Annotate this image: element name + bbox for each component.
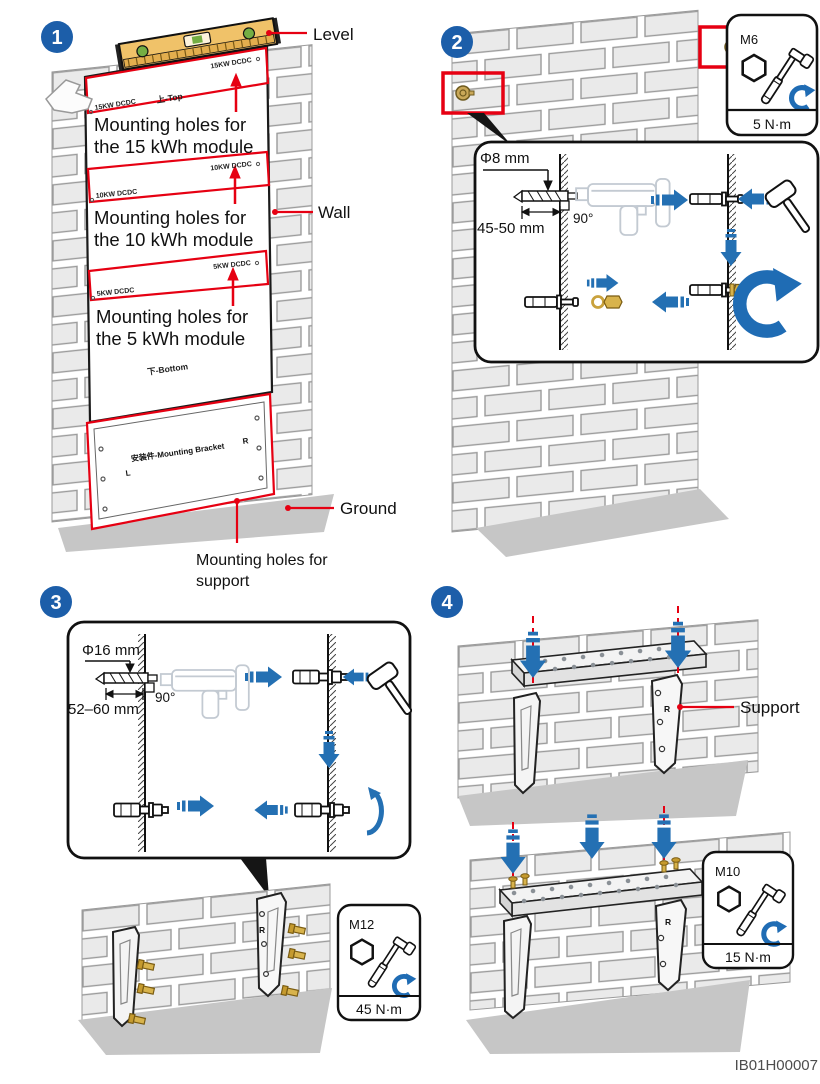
module15-label-line2: the 15 kWh module <box>94 136 253 157</box>
diameter-leader <box>85 660 135 674</box>
ground-callout: Ground <box>285 499 397 518</box>
template-hole-mark <box>89 197 95 203</box>
module10-label-line1: Mounting holes for <box>94 207 246 228</box>
step3-badge <box>40 586 72 618</box>
callout-wedge <box>240 858 269 897</box>
drill-depth-label: 45-50 mm <box>477 220 545 237</box>
ground-surface <box>78 988 332 1055</box>
drill-diameter-label: Φ16 mm <box>82 642 140 659</box>
bolt-size-label: M12 <box>349 917 374 932</box>
step3-badge-number: 3 <box>50 592 61 614</box>
callout-wedge <box>467 113 512 146</box>
template-5kw-right-text: 5KW DCDC <box>213 260 251 271</box>
support-bracket-right: R <box>654 898 688 992</box>
step1-badge <box>41 21 73 53</box>
bracket-right-mark: R <box>259 925 265 935</box>
support-holes-callout: Mounting holes for support <box>196 498 328 590</box>
drill-bit <box>512 189 578 204</box>
spirit-level <box>114 17 282 71</box>
template-hole-mark <box>88 109 94 115</box>
level-bubble <box>191 35 203 44</box>
torque-value-label: 5 N·m <box>753 116 791 132</box>
module5-label-line1: Mounting holes for <box>96 306 248 327</box>
step1-panel: 15KW DCDC 15KW DCDC 上-Top 10KW DCDC 10KW… <box>41 17 397 590</box>
right-angle-mark <box>144 682 155 693</box>
template-top-mark: 上-Top <box>156 91 184 105</box>
torque-box-m12: M12 45 N·m <box>336 903 422 1022</box>
module10-label-line2: the 10 kWh module <box>94 229 253 250</box>
step2-badge-number: 2 <box>451 32 462 54</box>
step4-badge-number: 4 <box>441 592 453 614</box>
drill-angle-label: 90° <box>155 690 175 705</box>
support-bracket-right: R <box>255 891 288 998</box>
step3-panel: Φ16 mm 90° 52–60 mm <box>40 586 423 1055</box>
right-angle-mark <box>559 200 570 211</box>
bracket-right-mark: R <box>242 436 249 446</box>
bracket-template-holes <box>98 415 264 512</box>
template-hole-mark <box>254 260 260 266</box>
template-10kw-right-text: 10KW DCDC <box>210 161 252 172</box>
support-bracket-left <box>512 691 542 795</box>
support-callout: Support <box>677 698 800 717</box>
support-label: Support <box>740 698 800 717</box>
step4-badge <box>431 586 463 618</box>
drill-depth-label: 52–60 mm <box>68 701 139 718</box>
step2-badge <box>441 26 473 58</box>
torque-box-m6: M6 5 N·m <box>725 13 819 137</box>
level-label: Level <box>313 25 354 44</box>
template-10kw-left-text: 10KW DCDC <box>95 189 137 200</box>
bracket-template-sheet <box>93 401 268 520</box>
bracket-left-mark: L <box>125 468 131 478</box>
torque-value-label: 45 N·m <box>356 1001 402 1017</box>
support-bracket-left <box>502 914 533 1020</box>
ground-surface <box>466 980 750 1054</box>
support-beam <box>510 640 708 689</box>
wall-section-hatch <box>138 634 145 852</box>
figure-doc-code: IB01H00007 <box>735 1057 818 1074</box>
support-holes-label-line1: Mounting holes for <box>196 552 328 569</box>
perforation-holes <box>521 882 679 904</box>
ground-label: Ground <box>340 499 397 518</box>
bracket-right-mark: R <box>664 704 670 714</box>
support-bracket-right: R <box>650 673 684 775</box>
hand-tighten-arrow <box>366 787 384 836</box>
drill-angle-label: 90° <box>573 211 593 226</box>
drill-bit <box>94 671 158 686</box>
wall-section-hatch <box>561 154 568 350</box>
bolt-size-label: M6 <box>740 32 758 47</box>
drill-diameter-label: Φ8 mm <box>480 150 529 167</box>
step1-badge-number: 1 <box>51 27 62 49</box>
ground-surface <box>458 760 748 826</box>
bolt-size-label: M10 <box>715 864 740 879</box>
wall-callout: Wall <box>272 203 350 222</box>
depth-dimension <box>104 688 145 700</box>
template-hole-mark <box>255 161 261 167</box>
wall-label: Wall <box>318 203 350 222</box>
hand-illustration <box>45 79 93 114</box>
ground-surface <box>476 489 729 557</box>
holes-band-10kwh <box>86 150 271 204</box>
ground-surface <box>58 494 334 552</box>
bracket-right-mark: R <box>665 917 671 927</box>
hole-pointer-arrows <box>227 72 242 306</box>
holes-band-5kwh <box>87 249 270 302</box>
template-5kw-left-text: 5KW DCDC <box>96 287 134 298</box>
diameter-leader <box>483 169 553 192</box>
step4-panel: R Support R <box>431 586 800 1054</box>
module5-label-line2: the 5 kWh module <box>96 328 245 349</box>
depth-dimension <box>520 206 562 219</box>
perforation-holes <box>523 643 691 666</box>
template-hole-mark <box>255 56 261 62</box>
step2-panel: Φ8 mm 90° 45-50 mm <box>441 9 820 557</box>
support-holes-label-line2: support <box>196 573 250 590</box>
level-callout: Level <box>266 25 354 44</box>
torque-box-m10: M10 15 N·m <box>701 850 795 970</box>
support-bracket-left <box>111 925 141 1028</box>
gold-nut <box>603 295 623 309</box>
torque-value-label: 15 N·m <box>725 949 771 965</box>
module15-label-line1: Mounting holes for <box>94 114 246 135</box>
template-hole-mark <box>90 295 96 301</box>
